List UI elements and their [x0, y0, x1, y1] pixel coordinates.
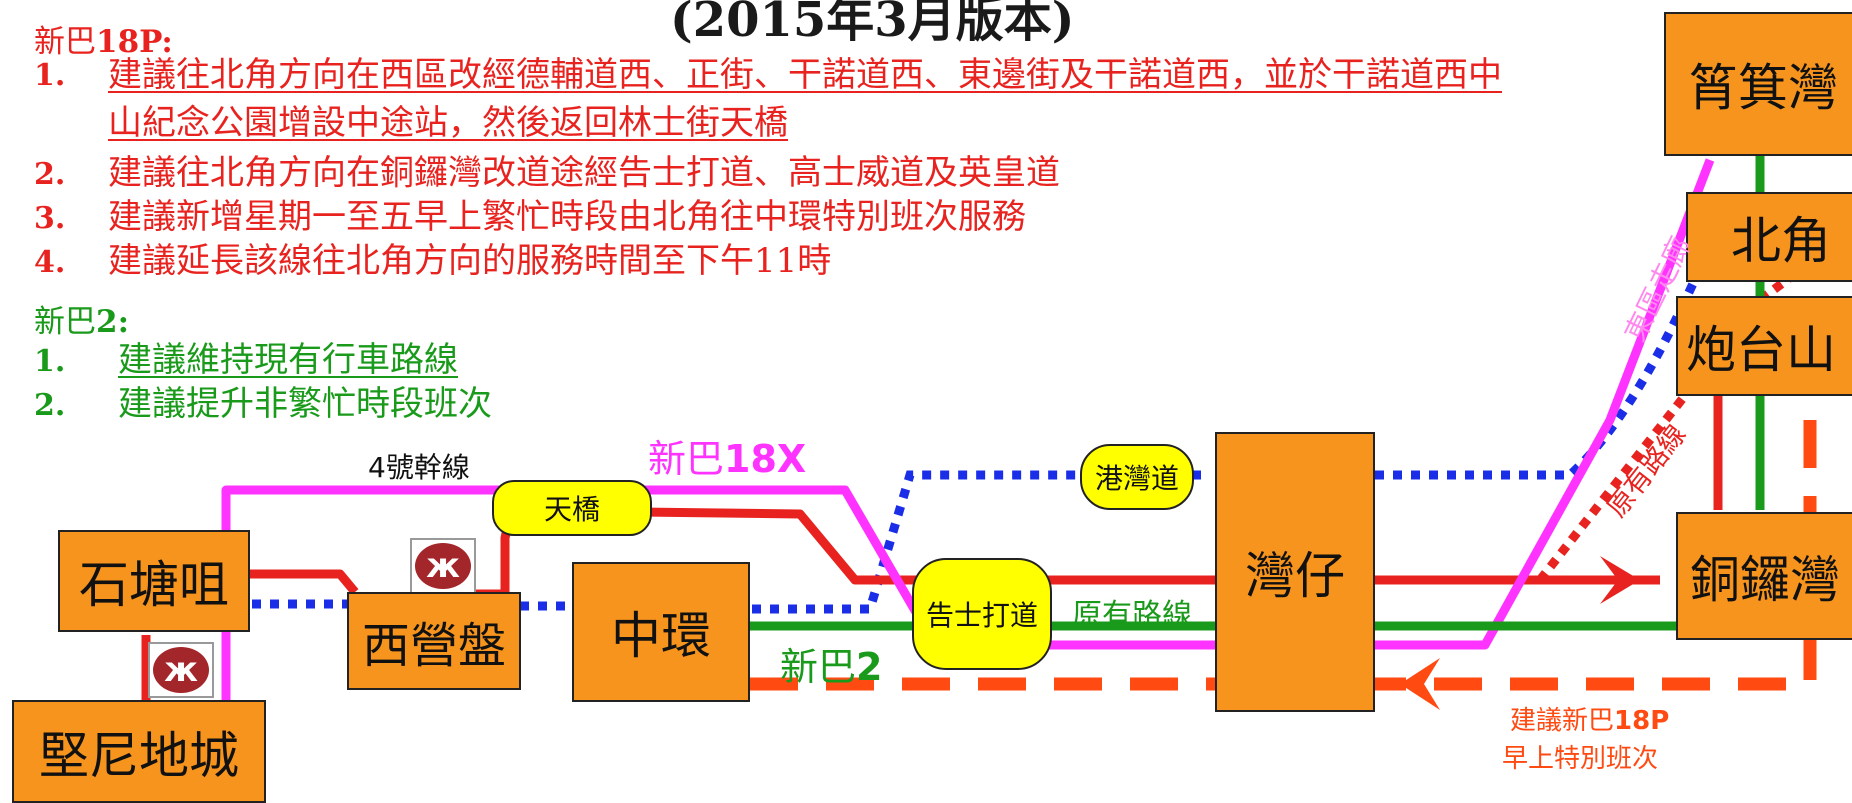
- label-proposal-line1: 建議新巴18P: [1510, 700, 1669, 737]
- route-2-item-1-num: 1.: [34, 344, 66, 379]
- label-proposal-prefix: 建議新巴: [1510, 706, 1615, 736]
- label-route-18x-prefix: 新巴: [648, 437, 725, 481]
- route-18p-item-2-text: 建議往北角方向在銅鑼灣改道途經告士打道、高士威道及英皇道: [108, 153, 1060, 193]
- label-route-2-number: 2: [856, 645, 883, 689]
- mtr-logo-kennedy-town: ж: [148, 642, 214, 698]
- stop-flyover: 天橋: [492, 480, 652, 536]
- orange-dashed-special-line: [750, 640, 1817, 691]
- mtr-icon: ж: [415, 543, 471, 589]
- blue-dotted-route-path: [252, 256, 1710, 614]
- label-trunk-route: 4號幹線: [368, 451, 470, 484]
- station-shau-kei-wan: 筲箕灣: [1664, 12, 1852, 156]
- station-tin-hau: 炮台山: [1676, 296, 1852, 396]
- label-route-2: 新巴2: [780, 636, 882, 691]
- route-18p-item-1-num: 1.: [34, 58, 66, 93]
- route-2-heading: 新巴2:: [34, 296, 129, 341]
- page-title: (2015年3月版本): [670, 0, 1075, 48]
- red-arrow-head: [1600, 556, 1640, 604]
- station-shek-tong-tsui: 石塘咀: [58, 530, 250, 632]
- orange-arrow-head: [1400, 658, 1440, 710]
- station-north-point: 北角: [1686, 192, 1852, 282]
- route-2-item-2-num: 2.: [34, 388, 66, 423]
- route-18p-item-4-num: 4.: [34, 245, 66, 280]
- route-2-heading-route: 2:: [96, 304, 130, 340]
- route-18p-item-4-text: 建議延長該線往北角方向的服務時間至下午11時: [108, 241, 832, 281]
- station-kennedy-town: 堅尼地城: [12, 700, 266, 803]
- route-18p-heading-prefix: 新巴: [34, 24, 96, 60]
- mtr-icon: ж: [153, 647, 209, 693]
- label-route-18x: 新巴18X: [648, 428, 806, 483]
- label-route-18x-number: 18X: [724, 437, 807, 481]
- station-central: 中環: [572, 562, 750, 702]
- route-2-item-2-text: 建議提升非繁忙時段班次: [118, 384, 492, 424]
- route-18p-item-3-text: 建議新增星期一至五早上繁忙時段由北角往中環特別班次服務: [108, 197, 1026, 237]
- station-causeway-bay: 銅鑼灣: [1676, 512, 1852, 640]
- route-2-heading-prefix: 新巴: [34, 304, 96, 340]
- stop-gloucester-road: 告士打道: [912, 558, 1052, 670]
- label-original-route: 原有路線: [1072, 598, 1192, 633]
- station-wan-chai: 灣仔: [1215, 432, 1375, 712]
- route-18p-item-2-num: 2.: [34, 157, 66, 192]
- route-18p-heading-route: 18P:: [96, 24, 173, 60]
- route-18p-item-3-num: 3.: [34, 201, 66, 236]
- label-proposal-route: 18P: [1614, 706, 1670, 736]
- route-18p-item-1-line1: 建議往北角方向在西區改經德輔道西、正街、干諾道西、東邊街及干諾道西，並於干諾道西…: [108, 55, 1502, 95]
- route-18p-heading: 新巴18P:: [34, 16, 173, 61]
- label-proposal-line2: 早上特別班次: [1502, 744, 1659, 774]
- station-sai-ying-pun: 西營盤: [347, 592, 521, 690]
- stop-harbour-road: 港灣道: [1080, 444, 1194, 510]
- route-2-item-1-text: 建議維持現有行車路線: [118, 340, 458, 380]
- mtr-logo-sai-ying-pun: ж: [410, 538, 476, 594]
- route-18p-item-1-line2: 山紀念公園增設中途站，然後返回林士街天橋: [108, 103, 788, 143]
- label-route-2-prefix: 新巴: [780, 645, 857, 689]
